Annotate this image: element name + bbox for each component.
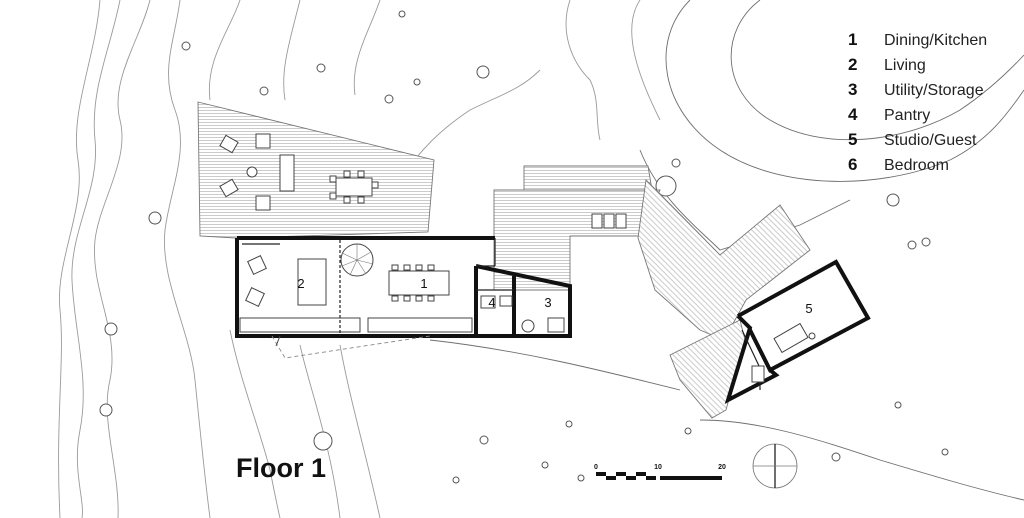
scale-tick-0: 0 <box>594 464 598 471</box>
upper-deck <box>197 101 435 239</box>
room-label-living: 2 <box>297 276 304 291</box>
legend-number: 3 <box>848 80 858 99</box>
room-legend: 1 Dining/Kitchen 2 Living 3 Utility/Stor… <box>848 30 1018 180</box>
legend-number: 4 <box>848 105 858 124</box>
main-house <box>235 236 572 338</box>
scale-tick-10: 10 <box>654 464 662 471</box>
legend-item: 3 Utility/Storage <box>848 80 1018 105</box>
connecting-deck <box>493 165 661 291</box>
legend-label: Pantry <box>884 107 931 124</box>
legend-number: 1 <box>848 30 858 49</box>
room-label-studio-guest: 5 <box>805 301 812 316</box>
north-arrow-icon <box>752 443 798 489</box>
legend-label: Dining/Kitchen <box>884 32 988 49</box>
walkway-deck <box>637 179 811 419</box>
legend-number: 6 <box>848 155 858 174</box>
trees <box>99 10 949 484</box>
scale-tick-20: 20 <box>718 464 726 471</box>
legend-label: Living <box>884 57 926 74</box>
scale-bar: 0 10 20 <box>594 464 726 480</box>
legend-item: 4 Pantry <box>848 105 1018 130</box>
floor-title: Floor 1 <box>236 453 326 483</box>
path-line <box>275 335 281 347</box>
legend-item: 6 Bedroom <box>848 155 1018 180</box>
legend-item: 5 Studio/Guest <box>848 130 1018 155</box>
roof-overhang-line <box>271 335 431 359</box>
legend-item: 2 Living <box>848 55 1018 80</box>
legend-number: 2 <box>848 55 858 74</box>
room-label-utility-storage: 3 <box>544 295 551 310</box>
legend-label: Utility/Storage <box>884 82 984 99</box>
legend-item: 1 Dining/Kitchen <box>848 30 1018 55</box>
legend-label: Bedroom <box>884 157 949 174</box>
room-label-dining-kitchen: 1 <box>420 276 427 291</box>
legend-label: Studio/Guest <box>884 132 977 149</box>
studio-building <box>724 259 871 404</box>
legend-number: 5 <box>848 130 858 149</box>
room-label-pantry: 4 <box>488 295 495 310</box>
site-landscape <box>429 0 1024 501</box>
